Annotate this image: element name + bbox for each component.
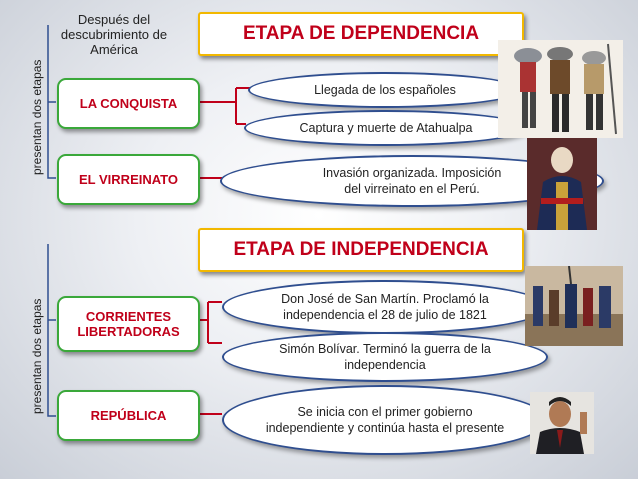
event-san-martin-text: Don José de San Martín. Proclamó la inde…	[281, 292, 489, 322]
event-republica-text: Se inicia con el primer gobierno indepen…	[265, 405, 505, 435]
san-martin-painting-image	[525, 266, 623, 346]
title-independencia: ETAPA DE INDEPENDENCIA	[198, 228, 524, 272]
conquistadors-image	[498, 40, 623, 138]
event-llegada: Llegada de los españoles	[248, 72, 522, 108]
stage-corrientes-libertadoras-label: CORRIENTES LIBERTADORAS	[77, 309, 180, 339]
stage-republica: REPÚBLICA	[57, 390, 200, 441]
event-atahualpa: Captura y muerte de Atahualpa	[244, 110, 528, 146]
stage-corrientes-libertadoras: CORRIENTES LIBERTADORAS	[57, 296, 200, 352]
side-label-top: presentan dos etapas	[30, 59, 44, 175]
event-virreinato-text: Invasión organizada. Imposición del virr…	[322, 166, 502, 196]
event-bolivar-text: Simón Bolívar. Terminó la guerra de la i…	[279, 342, 491, 372]
stage-la-conquista: LA CONQUISTA	[57, 78, 200, 129]
side-label-bottom: presentan dos etapas	[30, 298, 44, 414]
title-dependencia: ETAPA DE DEPENDENCIA	[198, 12, 524, 56]
note-discovery: Después del descubrimiento de América	[60, 12, 168, 57]
viceroy-portrait-image	[527, 138, 597, 230]
president-photo-image	[530, 392, 594, 454]
event-republica: Se inicia con el primer gobierno indepen…	[222, 385, 548, 455]
stage-el-virreinato: EL VIRREINATO	[57, 154, 200, 205]
event-san-martin: Don José de San Martín. Proclamó la inde…	[222, 280, 548, 334]
event-bolivar: Simón Bolívar. Terminó la guerra de la i…	[222, 332, 548, 382]
